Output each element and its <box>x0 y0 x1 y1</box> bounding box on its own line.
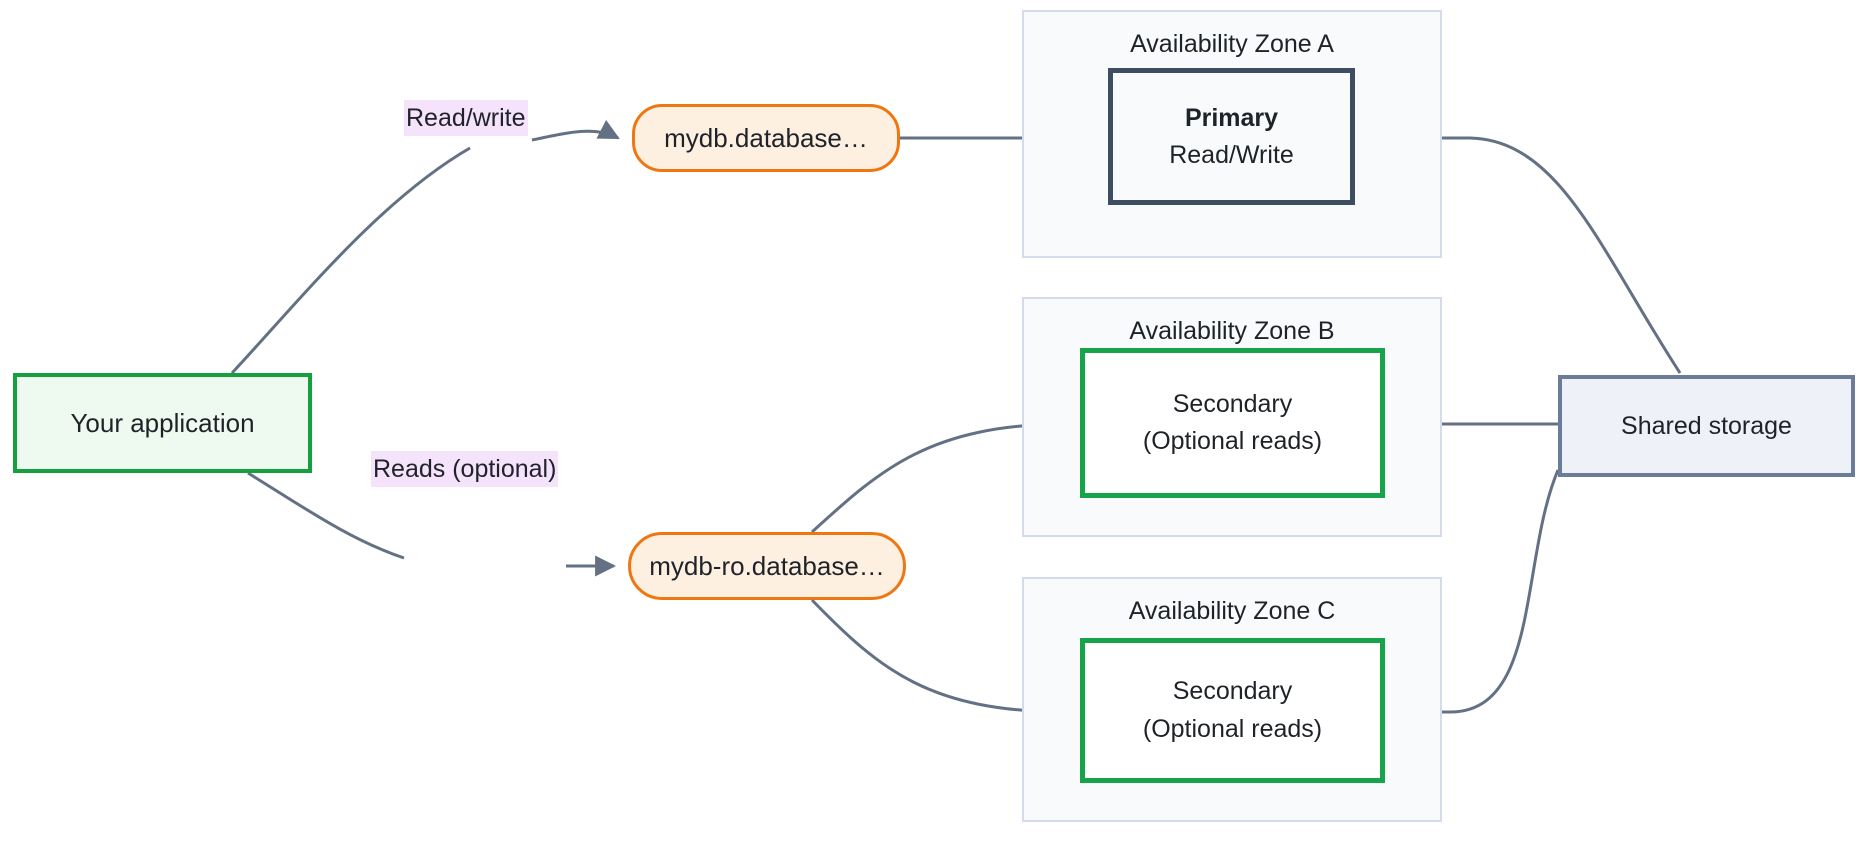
edge-app-to-writer <box>230 146 471 375</box>
node-shared-storage[interactable]: Shared storage <box>1558 375 1855 477</box>
edge-label-read-write: Read/write <box>404 100 528 136</box>
node-label: mydb.database… <box>664 122 868 153</box>
primary-role-label: Primary <box>1184 104 1279 133</box>
availability-zone-b-title: Availability Zone B <box>1129 317 1335 345</box>
primary-mode-label: Read/Write <box>1169 140 1294 169</box>
availability-zone-c-title: Availability Zone C <box>1128 597 1336 625</box>
node-your-application[interactable]: Your application <box>13 373 312 473</box>
node-endpoint-writer[interactable]: mydb.database… <box>632 104 900 172</box>
node-label: mydb-ro.database… <box>649 550 885 581</box>
node-secondary-instance-b[interactable]: Secondary (Optional reads) <box>1080 348 1385 498</box>
node-endpoint-reader[interactable]: mydb-ro.database… <box>628 532 906 600</box>
secondary-c-role-label: Secondary <box>1172 677 1293 705</box>
secondary-c-mode-label: (Optional reads) <box>1142 714 1323 743</box>
node-label: Shared storage <box>1621 411 1792 440</box>
secondary-b-mode-label: (Optional reads) <box>1142 427 1323 455</box>
node-secondary-instance-c[interactable]: Secondary (Optional reads) <box>1080 638 1385 783</box>
edge-label-reads-optional: Reads (optional) <box>371 451 559 487</box>
availability-zone-a-title: Availability Zone A <box>1130 30 1334 58</box>
node-primary-instance[interactable]: Primary Read/Write <box>1108 68 1355 205</box>
edge-label-to-writer <box>531 119 620 142</box>
secondary-b-role-label: Secondary <box>1172 389 1293 418</box>
node-label: Your application <box>70 407 255 438</box>
